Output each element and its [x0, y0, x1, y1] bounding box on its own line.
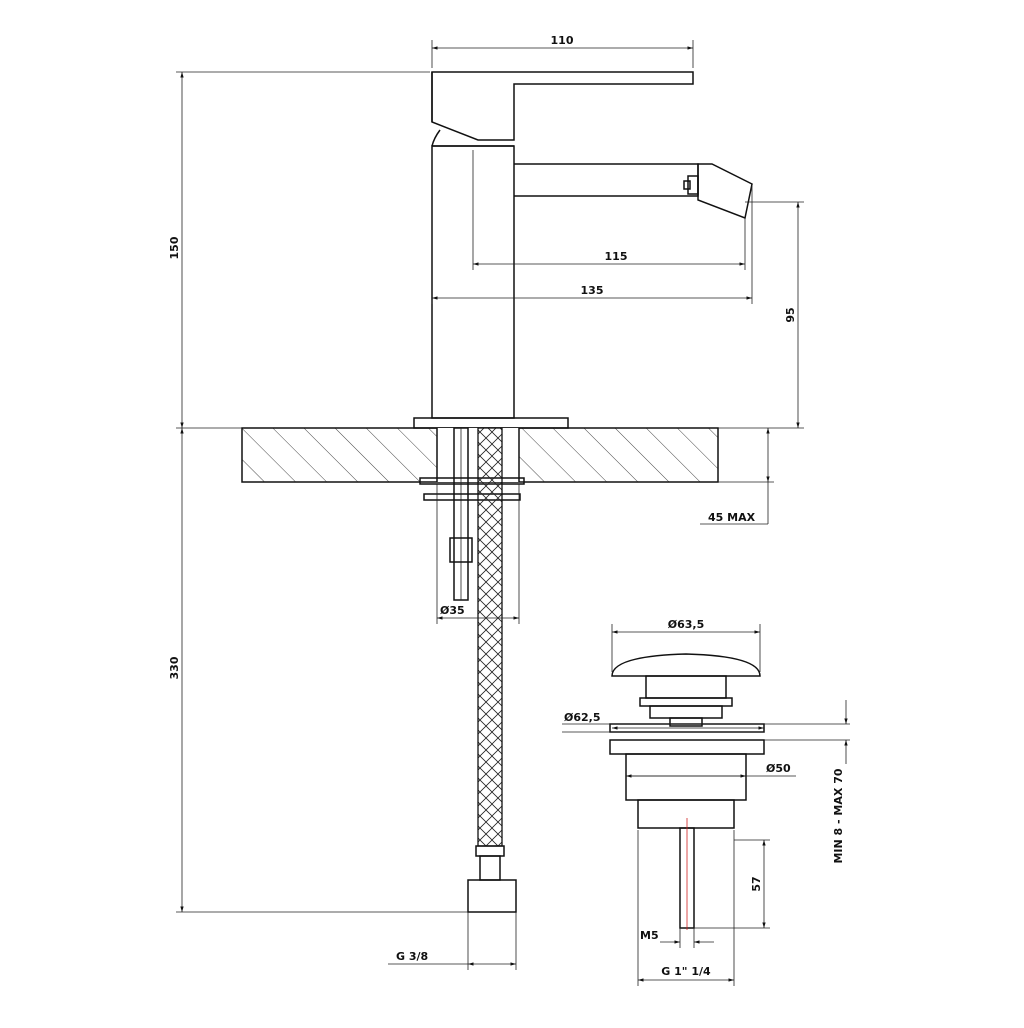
fixing-assembly [419, 427, 525, 913]
dim-thread-label: G 1" 1/4 [661, 965, 711, 978]
dim-flange-diameter: Ø62,5 [562, 711, 850, 733]
dim-spout-reach-outer-label: 135 [581, 284, 604, 297]
dim-spout-height-label: 95 [784, 307, 797, 322]
dim-body-diameter-label: Ø50 [766, 762, 791, 775]
dim-rod-thread: M5 [640, 928, 714, 948]
dim-spout-height: 95 [718, 201, 804, 429]
dim-hose-connection: G 3/8 [388, 912, 517, 970]
dim-total-height: 150 [168, 71, 430, 429]
dim-spout-reach-inner: 115 [472, 150, 746, 270]
dim-hole-diameter: Ø35 [436, 484, 520, 624]
dim-hose-connection-label: G 3/8 [396, 950, 428, 963]
dim-spout-reach-outer: 135 [431, 186, 753, 304]
dim-rod-length-label: 57 [750, 876, 763, 891]
mixer-body [413, 71, 753, 429]
dim-cap-diameter-label: Ø63,5 [668, 618, 705, 631]
dim-cap-diameter: Ø63,5 [611, 618, 761, 672]
dim-thickness-range: MIN 8 - MAX 70 [764, 700, 850, 864]
dim-hose-length-label: 330 [168, 656, 181, 679]
dim-flange-diameter-label: Ø62,5 [564, 711, 601, 724]
dim-rod-length: 57 [694, 839, 770, 929]
dim-deck-thickness-label: 45 MAX [708, 511, 756, 524]
dim-rod-thread-label: M5 [640, 929, 659, 942]
dim-thread: G 1" 1/4 [637, 830, 735, 986]
dim-top-width: 110 [431, 34, 694, 68]
dim-hose-length: 330 [168, 428, 468, 913]
dim-top-width-label: 110 [551, 34, 574, 47]
waste-assembly [609, 653, 765, 930]
dim-thickness-range-label: MIN 8 - MAX 70 [832, 768, 845, 863]
dim-hole-diameter-label: Ø35 [440, 604, 465, 617]
dim-deck-thickness: 45 MAX [700, 428, 774, 525]
dim-body-diameter: Ø50 [626, 762, 796, 778]
dim-total-height-label: 150 [168, 236, 181, 259]
dim-spout-reach-inner-label: 115 [605, 250, 628, 263]
